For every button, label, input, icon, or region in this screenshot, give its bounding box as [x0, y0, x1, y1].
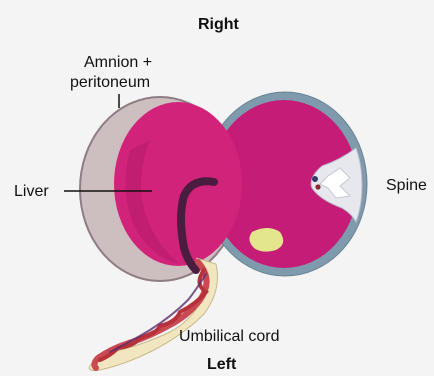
stomach — [249, 228, 283, 252]
liver-label: Liver — [14, 182, 49, 201]
orientation-right-label: Right — [198, 15, 239, 34]
amnion-peritoneum-label-line1: Amnion + — [84, 53, 152, 72]
orientation-left-label: Left — [207, 355, 236, 374]
ivc — [315, 184, 320, 189]
umbilical-cord-label: Umbilical cord — [179, 327, 279, 346]
amnion-peritoneum-label-line2: peritoneum — [70, 73, 150, 92]
spine-label: Spine — [386, 176, 427, 195]
aorta — [312, 176, 318, 182]
